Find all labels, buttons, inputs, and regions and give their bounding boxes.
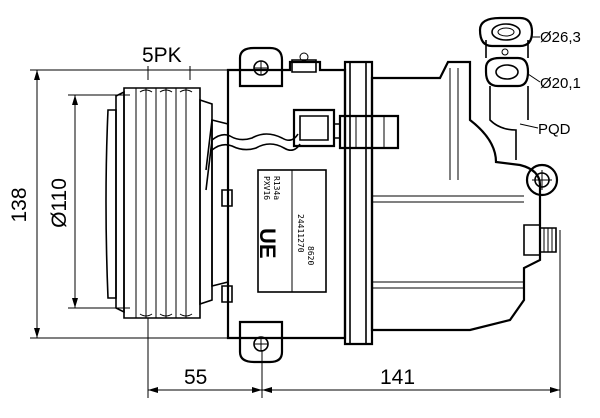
dimension-110 <box>68 94 130 309</box>
ports <box>478 16 534 160</box>
label-model: PXV16 <box>262 176 271 200</box>
dimension-bottom <box>147 230 561 398</box>
electrical-connector <box>205 108 400 191</box>
label-plate: PXV16 24411270 R134a 8620 UE <box>255 169 327 293</box>
dimension-138 <box>30 69 250 339</box>
body-length-label: 141 <box>380 366 415 389</box>
port-type-label: PQD <box>538 121 571 138</box>
pulley-diameter-label: Ø110 <box>48 178 71 228</box>
pulley-offset-label: 55 <box>184 366 207 389</box>
compressor-body <box>226 46 559 364</box>
label-code: 8620 <box>306 246 315 265</box>
port-small-label: Ø20,1 <box>540 75 581 92</box>
height-dimension-label: 138 <box>8 187 31 222</box>
port-large-label: Ø26,3 <box>540 29 581 46</box>
belt-type-label: 5PK <box>142 44 182 67</box>
label-refrigerant: R134a <box>272 176 281 200</box>
label-part: 24411270 <box>296 214 305 253</box>
label-brand: UE <box>255 228 280 259</box>
pulley <box>105 87 229 319</box>
